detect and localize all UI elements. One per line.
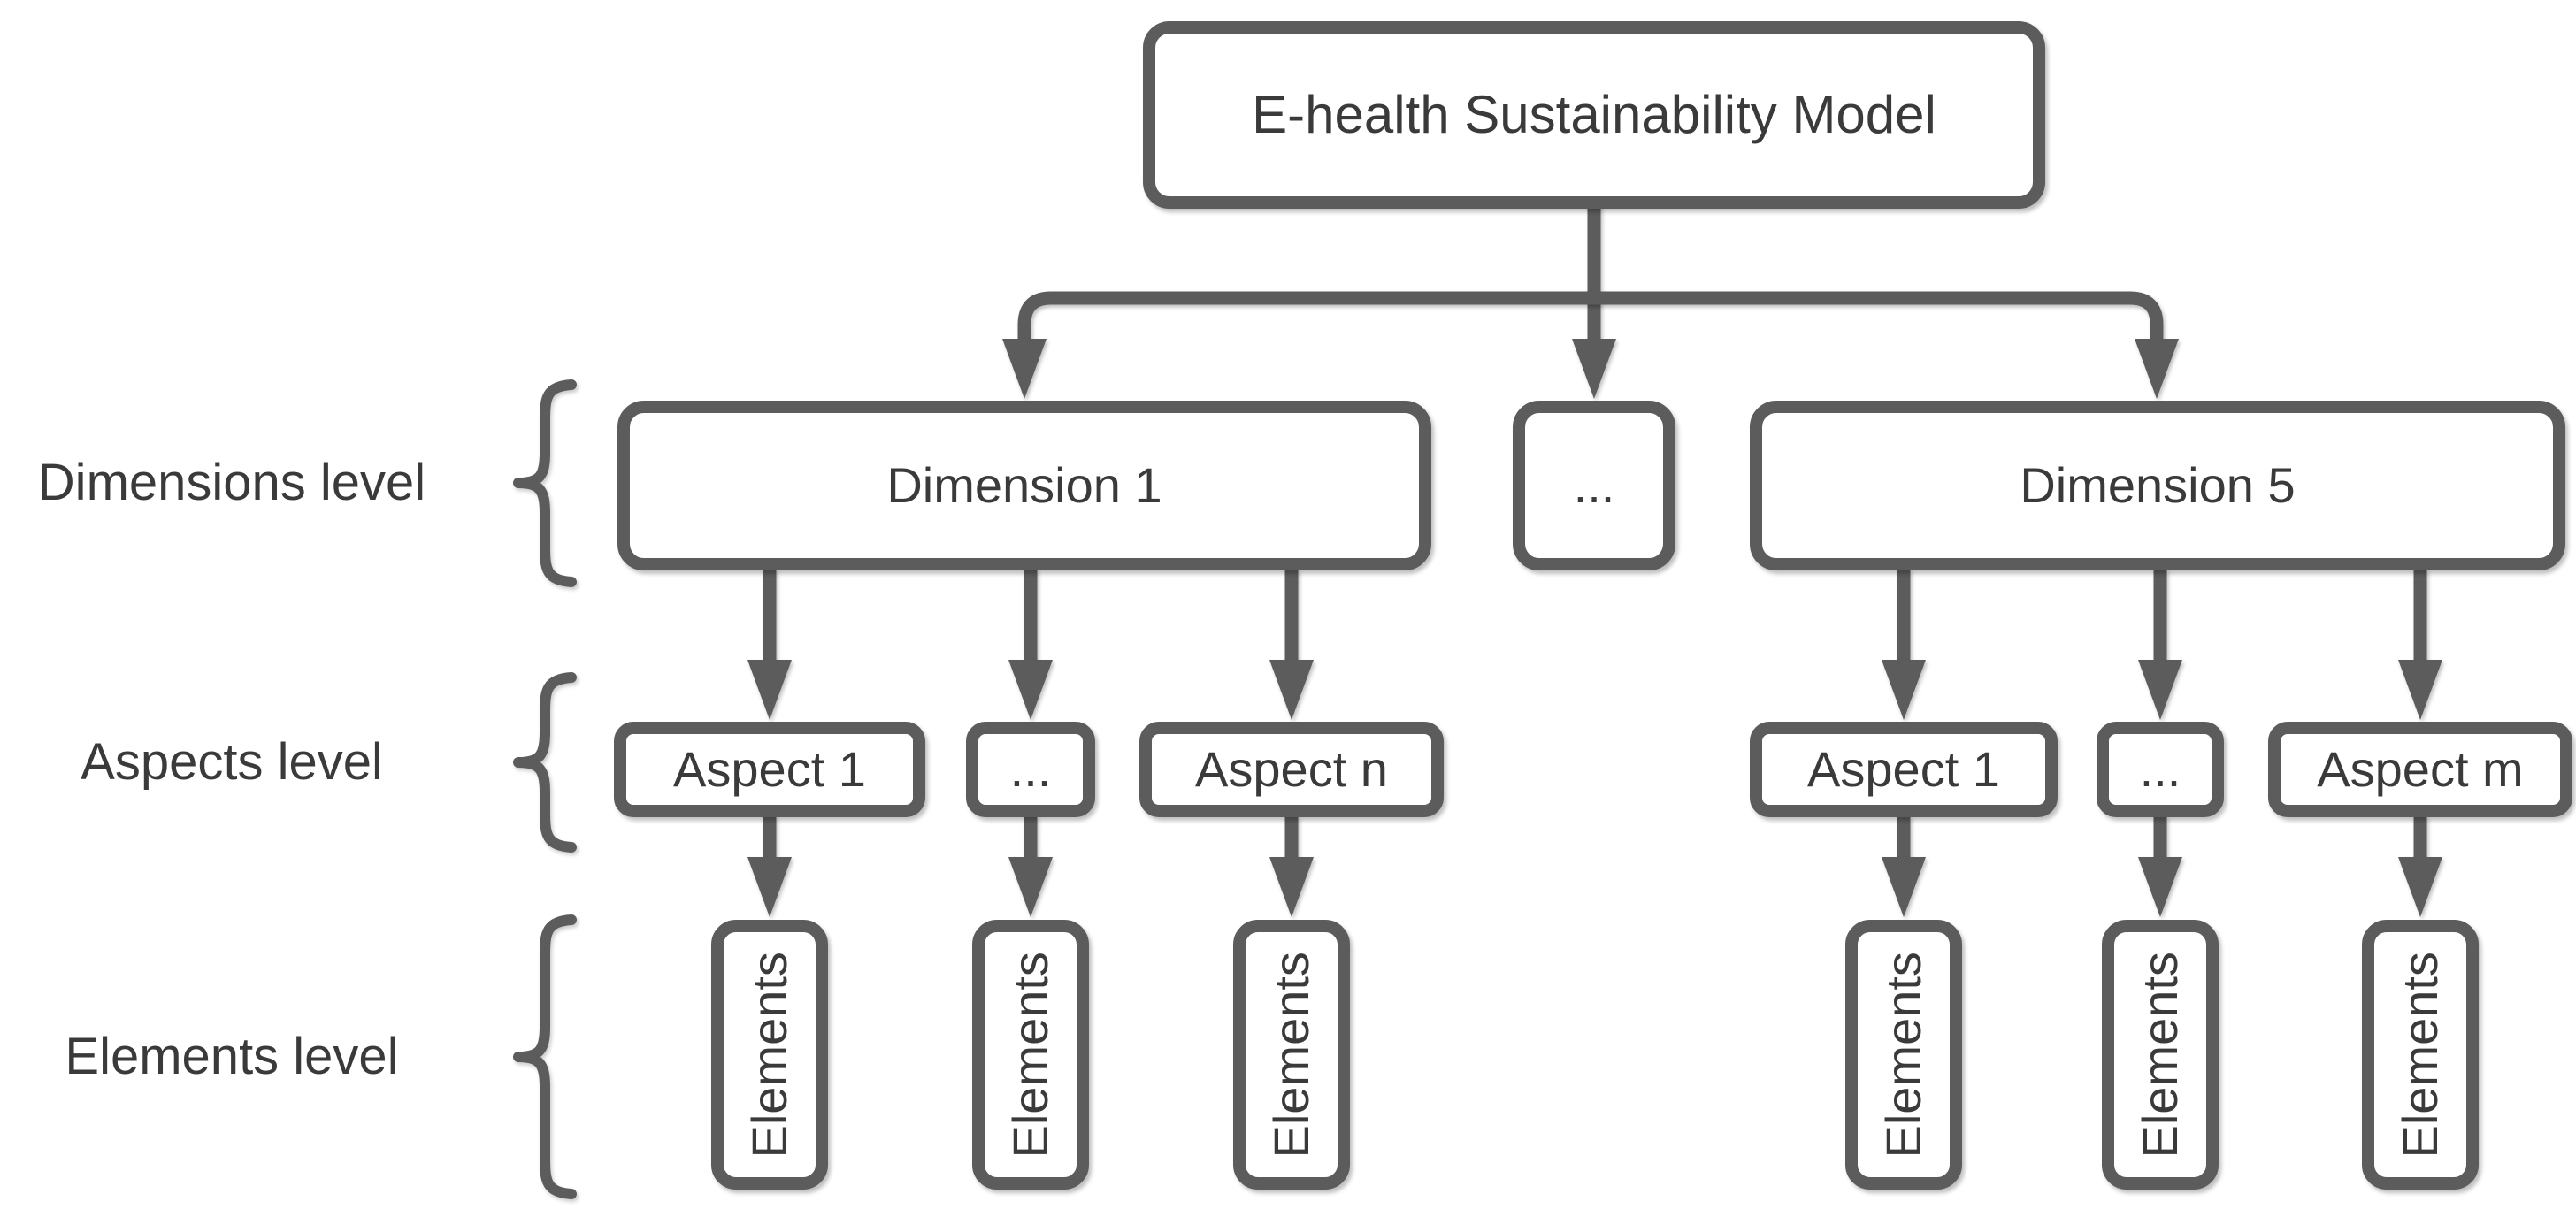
arrow-head [1882,857,1926,917]
arrow-head [1269,857,1314,917]
arrow-head [1269,660,1314,720]
aspect-1-left-box: Aspect 1 [614,722,925,817]
distribution-bar-line [1017,291,2164,345]
elements-box-label: Elements [741,951,798,1159]
level-label-dimensions: Dimensions level [37,454,426,511]
dimension-5-box: Dimension 5 [1750,401,2565,570]
elements-box-6: Elements [2362,920,2479,1190]
aspect-1-right-box: Aspect 1 [1750,722,2058,817]
level-label-elements: Elements level [65,1028,399,1085]
arrow-head [2398,660,2442,720]
dimension-ellipsis-box: ... [1513,401,1675,570]
elements-box-label: Elements [2392,951,2449,1159]
brace-dimensions [513,379,577,587]
arrow-head [2398,857,2442,917]
aspect-ellipsis-left-box: ... [966,722,1095,817]
arrow-head [1572,339,1616,399]
elements-box-1: Elements [711,920,828,1190]
elements-box-2: Elements [972,920,1089,1190]
dimension-1-box: Dimension 1 [617,401,1431,570]
elements-box-label: Elements [1263,951,1320,1159]
aspect-n-box: Aspect n [1139,722,1444,817]
arrow-head [1008,857,1053,917]
arrow-head [2135,339,2179,399]
level-label-aspects: Aspects level [80,733,383,791]
elements-box-label: Elements [1002,951,1059,1159]
arrow-head [748,857,792,917]
connector-lines [763,203,2427,860]
elements-box-label: Elements [1875,951,1932,1159]
level-braces [513,379,577,1199]
root-box: E-health Sustainability Model [1143,21,2045,209]
arrow-head [1008,660,1053,720]
arrow-heads [748,339,2442,917]
arrow-head [748,660,792,720]
aspect-ellipsis-right-box: ... [2097,722,2224,817]
arrow-head [1882,660,1926,720]
arrow-head [1002,339,1046,399]
elements-box-5: Elements [2102,920,2219,1190]
arrow-head [2138,660,2182,720]
aspect-m-box: Aspect m [2268,722,2572,817]
brace-elements [513,914,577,1199]
elements-box-3: Elements [1233,920,1350,1190]
arrow-head [2138,857,2182,917]
brace-aspects [513,672,577,853]
elements-box-label: Elements [2132,951,2189,1159]
elements-box-4: Elements [1845,920,1962,1190]
